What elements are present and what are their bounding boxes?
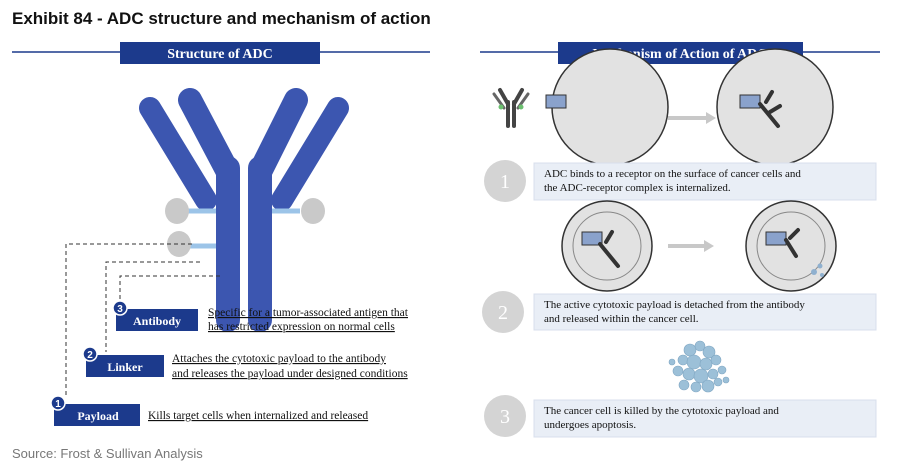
arrow-right-icon-2	[668, 240, 714, 252]
apoptotic-cell-fragments	[668, 340, 730, 393]
step-2-text-1: The active cytotoxic payload is detached…	[544, 299, 805, 311]
step-1: 1 ADC binds to a receptor on the surface…	[484, 160, 877, 202]
step-2: 2 The active cytotoxic payload is detach…	[482, 291, 877, 333]
linker-payload-left-lower	[167, 231, 216, 257]
payload-number: 1	[55, 399, 61, 410]
source-note: Source: Frost & Sullivan Analysis	[12, 446, 203, 461]
step-3-number: 3	[500, 406, 510, 428]
component-linker: 2 Linker Attaches the cytotoxic payload …	[82, 346, 408, 380]
step-1-text-1: ADC binds to a receptor on the surface o…	[544, 168, 801, 180]
payload-label: Payload	[77, 409, 119, 423]
component-payload: 1 Payload Kills target cells when intern…	[50, 395, 368, 426]
linker-payload-left-upper	[165, 198, 216, 224]
cell-adc-bound	[716, 48, 834, 166]
linker-desc-1: Attaches the cytotoxic payload to the an…	[172, 353, 386, 365]
structure-header: Structure of ADC	[12, 42, 430, 64]
arrow-right-icon-1	[668, 112, 716, 124]
mechanism-header: Mechanism of Action of ADC	[480, 42, 880, 64]
structure-title: Structure of ADC	[167, 47, 273, 62]
step-3-text-1: The cancer cell is killed by the cytotox…	[544, 405, 779, 417]
cell-payload-released	[745, 200, 837, 292]
cell-internalized	[561, 200, 653, 292]
linker-desc-2: and releases the payload under designed …	[172, 368, 408, 380]
step-3-text-2: undergoes apoptosis.	[544, 419, 636, 431]
linker-number: 2	[87, 350, 93, 361]
antibody-label: Antibody	[133, 314, 181, 328]
linker-label: Linker	[107, 360, 143, 374]
step-1-number: 1	[500, 171, 510, 193]
antibody-number: 3	[117, 304, 123, 315]
component-antibody: 3 Antibody Specific for a tumor-associat…	[112, 300, 409, 333]
antibody-molecule	[139, 88, 349, 332]
exhibit-title: Exhibit 84 - ADC structure and mechanism…	[12, 9, 431, 28]
step-3: 3 The cancer cell is killed by the cytot…	[484, 395, 877, 438]
antibody-desc-1: Specific for a tumor-associated antigen …	[208, 307, 409, 319]
adc-icon	[492, 88, 530, 128]
step-2-number: 2	[498, 302, 508, 324]
step-2-text-2: and released within the cancer cell.	[544, 313, 699, 325]
leader-lines	[65, 243, 220, 398]
step-1-text-2: the ADC-receptor complex is internalized…	[544, 182, 731, 194]
cell-before-binding	[545, 48, 669, 166]
antibody-desc-2: has restricted expression on normal cell…	[208, 321, 395, 333]
linker-payload-right	[272, 198, 325, 224]
payload-desc-1: Kills target cells when internalized and…	[148, 410, 368, 422]
